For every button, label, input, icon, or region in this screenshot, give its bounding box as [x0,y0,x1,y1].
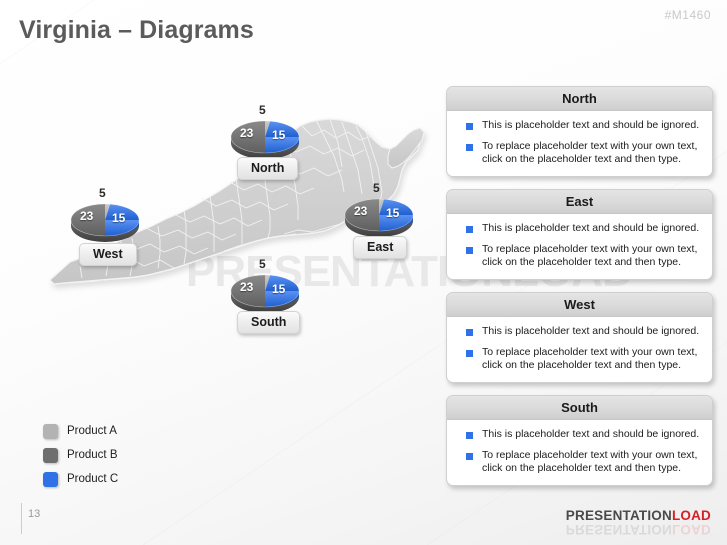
pie-slice-value-product-c: 15 [386,206,400,220]
bullet-item[interactable]: This is placeholder text and should be i… [457,119,702,133]
panel-east-body: This is placeholder text and should be i… [447,214,712,279]
bullet-text: To replace placeholder text with your ow… [482,242,698,269]
legend: Product A Product B Product C [43,419,118,491]
panel-west[interactable]: West This is placeholder text and should… [446,292,713,383]
background-sheen-line [0,0,707,91]
bullet-square-icon [466,246,473,254]
pie-chart-south-svg [230,274,300,313]
pie-slice-value-product-b: 23 [240,280,254,294]
panel-west-title: West [447,293,712,317]
legend-label-product-c: Product C [67,473,119,485]
bullet-item[interactable]: This is placeholder text and should be i… [457,428,702,442]
pie-chart-south[interactable]: 23 15 5 [229,257,301,319]
bullet-text: This is placeholder text and should be i… [482,222,700,234]
pie-slice-value-product-b: 23 [354,204,368,218]
panel-east[interactable]: East This is placeholder text and should… [446,189,713,280]
presentationload-logo-reflection: PRESENTATIONLOAD [566,522,711,537]
legend-label-product-a: Product A [67,425,117,437]
logo-reflection-accent: LOAD [671,522,711,537]
panel-south[interactable]: South This is placeholder text and shoul… [446,395,713,486]
region-tag-east[interactable]: East [353,236,408,259]
bullet-item[interactable]: This is placeholder text and should be i… [457,325,702,339]
pie-chart-east[interactable]: 23 15 5 [343,181,415,243]
legend-swatch-product-b [43,447,58,463]
pie-chart-west-svg [70,203,140,242]
bullet-square-icon [466,452,473,460]
pie-chart-east-svg [344,198,414,237]
pie-chart-west[interactable]: 23 15 5 [69,186,141,248]
bullet-square-icon [466,349,473,357]
bullet-item[interactable]: To replace placeholder text with your ow… [457,449,702,476]
legend-swatch-product-a [43,423,58,439]
bullet-square-icon [466,123,473,130]
legend-label-product-b: Product B [67,449,118,461]
panel-north-title: North [447,87,712,111]
template-code: #M1460 [664,8,711,22]
panel-north[interactable]: North This is placeholder text and shoul… [446,86,713,177]
pie-slice-value-product-b: 23 [80,209,94,223]
region-tag-north[interactable]: North [237,157,299,180]
bullet-text: To replace placeholder text with your ow… [482,139,698,166]
region-tag-south[interactable]: South [237,311,301,334]
page-number: 13 [28,508,41,520]
panel-east-title: East [447,190,712,214]
legend-item-product-a[interactable]: Product A [43,419,118,443]
presentationload-logo: PRESENTATIONLOAD [566,508,711,523]
bullet-square-icon [466,329,473,336]
bullet-text: To replace placeholder text with your ow… [482,345,698,372]
bullet-square-icon [466,432,473,439]
page-title: Virginia – Diagrams [19,16,254,44]
pie-slice-value-product-a: 5 [259,257,266,271]
virginia-map [34,86,434,316]
pie-chart-north[interactable]: 23 15 5 [229,103,301,165]
pie-slice-value-product-c: 15 [272,128,286,142]
bullet-text: This is placeholder text and should be i… [482,325,700,337]
bullet-text: This is placeholder text and should be i… [482,119,700,131]
virginia-map-svg [49,118,425,285]
footer-divider [21,503,22,534]
bullet-item[interactable]: To replace placeholder text with your ow… [457,140,702,167]
logo-reflection-primary: PRESENTATION [565,522,672,537]
pie-slice-value-product-c: 15 [112,211,126,225]
pie-slice-value-product-a: 5 [259,103,266,117]
logo-text-primary: PRESENTATION [565,508,672,523]
pie-slice-value-product-b: 23 [240,126,254,140]
logo-text-accent: LOAD [671,508,711,523]
legend-swatch-product-c [43,471,58,487]
bullet-item[interactable]: To replace placeholder text with your ow… [457,346,702,373]
region-tag-west[interactable]: West [79,243,137,266]
pie-slice-value-product-c: 15 [272,282,286,296]
bullet-text: To replace placeholder text with your ow… [482,448,698,475]
pie-chart-north-svg [230,120,300,159]
bullet-text: This is placeholder text and should be i… [482,428,700,440]
bullet-item[interactable]: This is placeholder text and should be i… [457,222,702,236]
pie-slice-value-product-a: 5 [373,181,380,195]
bullet-square-icon [466,226,473,233]
panel-south-title: South [447,396,712,420]
pie-slice-value-product-a: 5 [99,186,106,200]
panel-south-body: This is placeholder text and should be i… [447,420,712,485]
panel-north-body: This is placeholder text and should be i… [447,111,712,176]
legend-item-product-c[interactable]: Product C [43,467,118,491]
bullet-item[interactable]: To replace placeholder text with your ow… [457,243,702,270]
panel-west-body: This is placeholder text and should be i… [447,317,712,382]
bullet-square-icon [466,143,473,151]
legend-item-product-b[interactable]: Product B [43,443,118,467]
